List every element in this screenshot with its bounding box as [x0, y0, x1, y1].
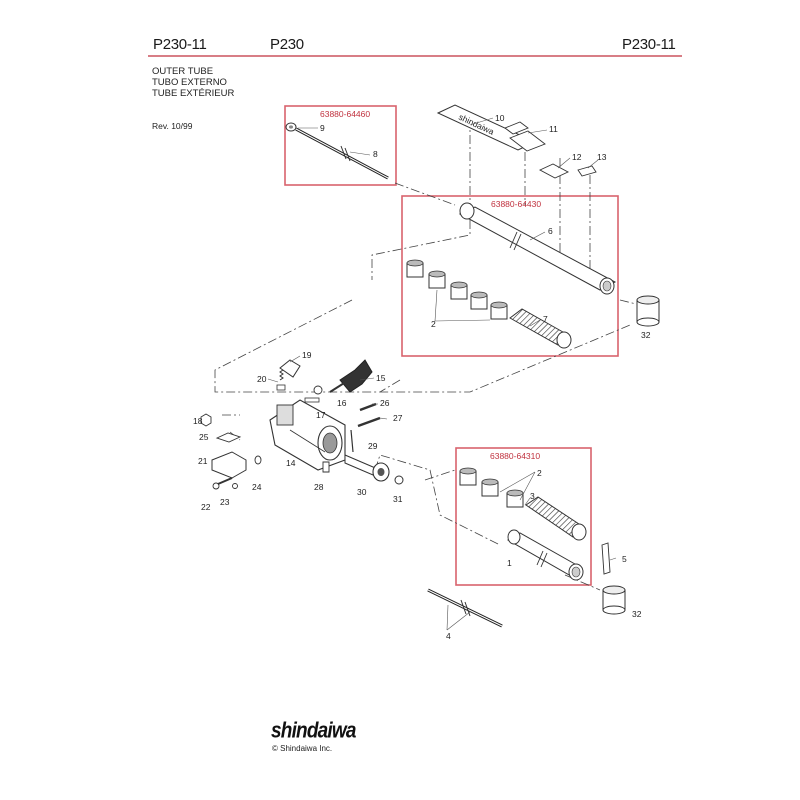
- kit-box-64430: [401, 195, 619, 357]
- callout-22: 22: [201, 502, 211, 512]
- kit-box-64460: [284, 105, 397, 186]
- section-title-fr: TUBE EXTÉRIEUR: [152, 88, 235, 99]
- callout-16: 16: [337, 398, 347, 408]
- callout-31: 31: [393, 494, 403, 504]
- callout-5: 5: [622, 554, 627, 564]
- end-cap-upper: [636, 295, 660, 327]
- callout-17: 17: [316, 410, 326, 420]
- decal-11: [509, 130, 546, 152]
- callout-20: 20: [257, 374, 267, 384]
- outer-tube-lower: [507, 529, 584, 581]
- callout-12: 12: [572, 152, 582, 162]
- callout-13: 13: [597, 152, 607, 162]
- callout-15: 15: [376, 373, 386, 383]
- copyright-text: © Shindaiwa Inc.: [272, 744, 333, 753]
- callout-3: 3: [530, 491, 535, 501]
- callout-4: 4: [446, 631, 451, 641]
- callout-14: 14: [286, 458, 296, 468]
- outer-tube-upper: [458, 202, 617, 295]
- page-code-left: P230-11: [153, 36, 207, 53]
- kit-number-64460: 63880-64460: [320, 109, 370, 119]
- callout-8: 8: [373, 149, 378, 159]
- callout-23: 23: [220, 497, 230, 507]
- decal-13: [577, 165, 597, 177]
- callout-24: 24: [252, 482, 262, 492]
- leader-lines: [267, 117, 617, 631]
- bushings-upper: [406, 259, 508, 320]
- callout-32-lower: 32: [632, 609, 642, 619]
- end-cap-lower: [602, 585, 626, 615]
- shindaiwa-logo: shindaiwa: [271, 719, 356, 744]
- kit-box-64310: [455, 447, 592, 586]
- section-title-es: TUBO EXTERNO: [152, 77, 227, 88]
- housing-assembly: [200, 359, 404, 490]
- liner-upper: [509, 308, 572, 349]
- callout-10: 10: [495, 113, 505, 123]
- callout-26: 26: [380, 398, 390, 408]
- callout-6: 6: [548, 226, 553, 236]
- page-code-right: P230-11: [622, 36, 676, 53]
- drive-shaft-lower: [427, 588, 503, 628]
- callout-28: 28: [314, 482, 324, 492]
- liner-lower: [525, 496, 587, 541]
- callout-19: 19: [302, 350, 312, 360]
- callout-27: 27: [393, 413, 403, 423]
- callout-numbers: 1 2 2 3 4 5 6 7 8 9 10 11 12 13 14 15 16…: [193, 113, 651, 641]
- callout-21: 21: [198, 456, 208, 466]
- callout-18: 18: [193, 416, 203, 426]
- callout-32-upper: 32: [641, 330, 651, 340]
- callout-30: 30: [357, 487, 367, 497]
- assembly-guide-lines: [214, 118, 641, 591]
- callout-29: 29: [368, 441, 378, 451]
- model-name: P230: [270, 36, 304, 53]
- kit-number-64430: 63880-64430: [491, 199, 541, 209]
- callout-1: 1: [507, 558, 512, 568]
- callout-7: 7: [543, 314, 548, 324]
- kit-number-64310: 63880-64310: [490, 451, 540, 461]
- callout-2-lower: 2: [537, 468, 542, 478]
- drive-shaft-top: [285, 122, 389, 180]
- section-title-en: OUTER TUBE: [152, 66, 214, 77]
- revision-label: Rev. 10/99: [152, 121, 193, 131]
- section-title: OUTER TUBE TUBO EXTERNO TUBE EXTÉRIEUR: [152, 66, 234, 99]
- decal-12: [538, 163, 570, 179]
- callout-25: 25: [199, 432, 209, 442]
- callout-9: 9: [320, 123, 325, 133]
- bushings-lower: [459, 467, 524, 508]
- callout-11: 11: [549, 124, 558, 134]
- label-plate-5: [601, 542, 611, 575]
- callout-2-upper: 2: [431, 319, 436, 329]
- decal-11a: [504, 121, 529, 135]
